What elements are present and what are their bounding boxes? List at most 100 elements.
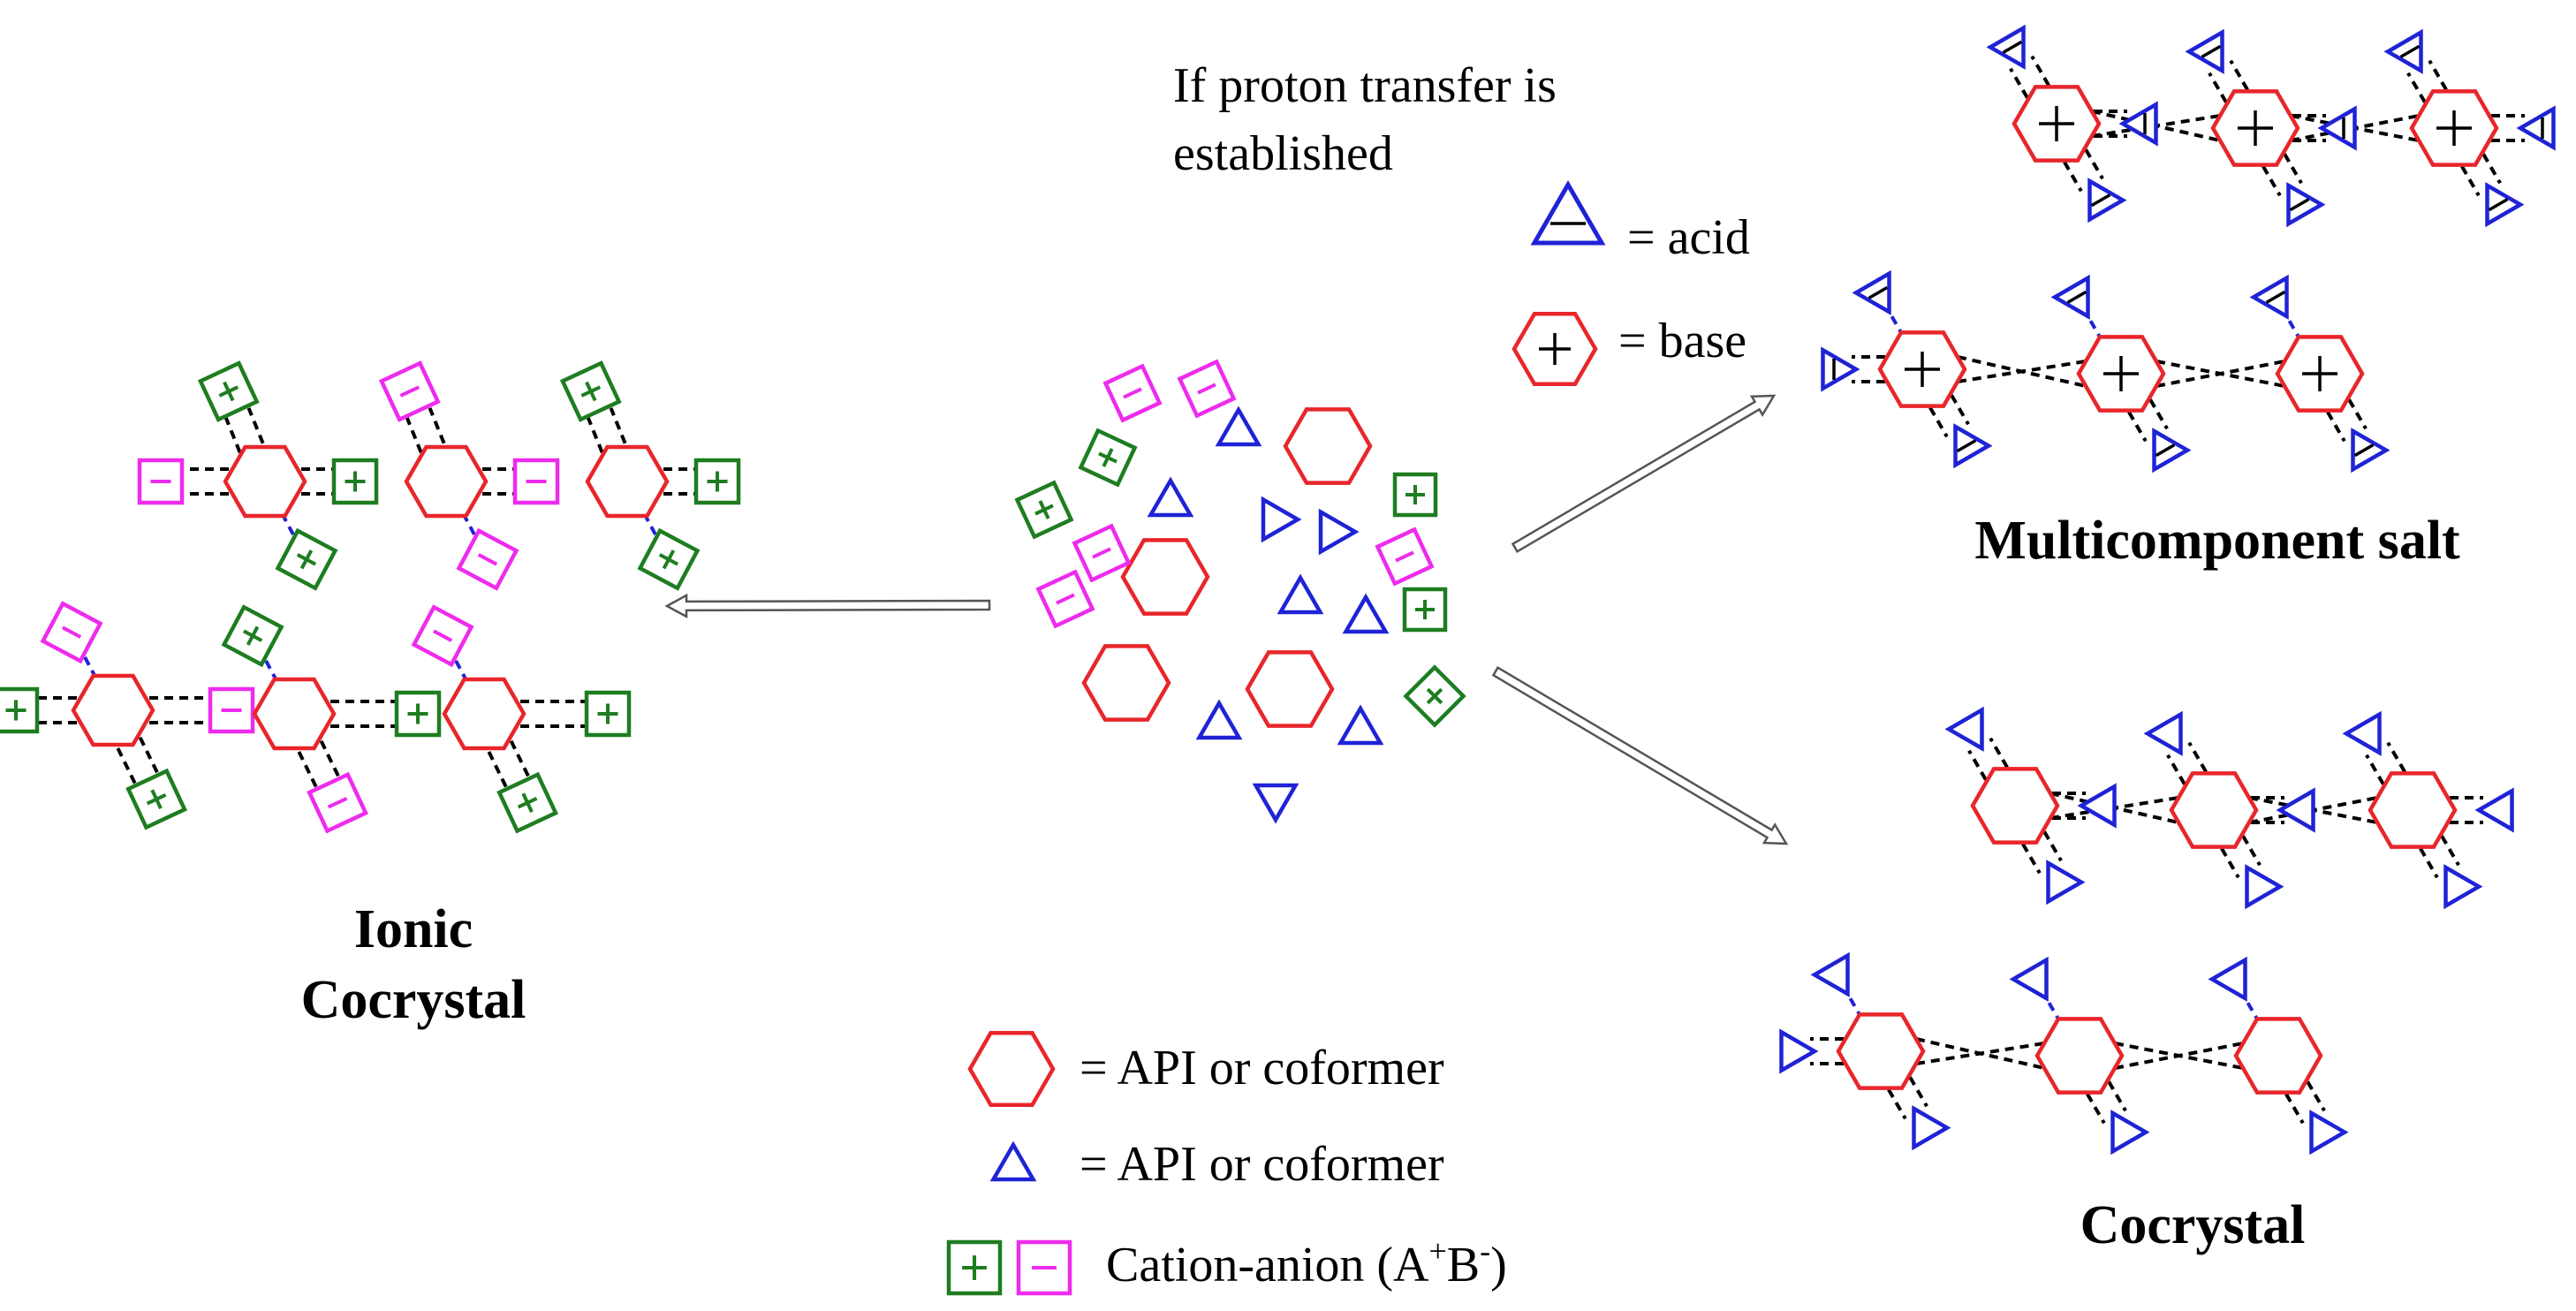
triangle-icon [1147, 476, 1194, 518]
hydrogen-bond [2283, 153, 2303, 185]
hydrogen-bond [609, 407, 627, 444]
triangle-icon [2245, 864, 2284, 910]
hexagon-icon [1836, 1012, 1926, 1090]
hexagon-icon [1120, 538, 1210, 616]
hydrogen-bond [2440, 835, 2460, 867]
hexagon-icon [2210, 89, 2300, 167]
cation-square-icon [125, 768, 187, 830]
hydrogen-bond [138, 736, 160, 775]
cation-square-icon [637, 527, 701, 591]
hexagon-icon [252, 677, 337, 751]
hydrogen-bond [1989, 737, 2009, 769]
anion-square-icon [40, 601, 103, 664]
triangle-icon [2249, 274, 2289, 320]
anion-square-icon [1035, 569, 1095, 629]
legend-base-text: = base [1618, 314, 1746, 368]
arrow-layer [664, 394, 1789, 845]
hydrogen-bond [1887, 1088, 1907, 1120]
triangle-icon [2443, 864, 2483, 910]
triangle-icon [1912, 1105, 1951, 1151]
hexagon-icon [404, 444, 489, 519]
triangle-icon [1215, 405, 1262, 447]
hexagon-icon [1081, 644, 1171, 722]
triangle-icon [1986, 24, 2026, 70]
minus-sign-icon [1956, 439, 1977, 453]
hexagon-icon [585, 444, 670, 519]
hydrogen-bond [487, 751, 508, 789]
triangle-icon [2516, 105, 2556, 151]
hexagon-icon [71, 673, 155, 747]
triangle-icon [1953, 423, 1993, 469]
triangle-icon [1342, 593, 1390, 634]
cation-square-icon [275, 527, 338, 591]
anion-square-icon [208, 686, 255, 734]
triangle-icon [1530, 179, 1606, 246]
legend-acid-text: = acid [1627, 210, 1750, 265]
minus-sign-icon [2155, 443, 2176, 458]
cation-square-icon [1402, 587, 1448, 633]
triangle-icon [2050, 274, 2090, 320]
minus-sign-icon [1868, 285, 1889, 299]
hydrogen-bond [2326, 411, 2346, 443]
hydrogen-bond [224, 416, 242, 453]
anion-square-icon [137, 458, 185, 505]
hollow-arrow-icon [1511, 394, 1777, 554]
hexagon-icon [1283, 407, 1373, 485]
hydrogen-bond [586, 416, 604, 453]
hydrogen-bond [2156, 360, 2285, 388]
hexagon-icon [2275, 335, 2365, 413]
hydrogen-bond [1950, 394, 1970, 426]
hydrogen-bond [116, 747, 137, 785]
plus-sign-icon [2103, 356, 2139, 391]
anion-square-icon [456, 527, 519, 591]
minus-sign-icon [2488, 198, 2509, 212]
minus-sign-icon [2399, 44, 2421, 58]
anion-square-icon [1177, 359, 1237, 419]
triangle-icon [2317, 105, 2357, 151]
hollow-arrow-icon [1491, 665, 1789, 845]
hydrogen-bond [2347, 398, 2368, 430]
hydrogen-bond [2009, 67, 2029, 99]
hexagon-icon [1877, 330, 1967, 408]
plus-sign-icon [2238, 110, 2273, 146]
molecule-layer [0, 24, 2556, 1296]
hydrogen-bond [2428, 59, 2448, 91]
triangle-icon [989, 1140, 1037, 1182]
minus-sign-icon [2201, 44, 2222, 58]
cation-square-icon [1403, 664, 1466, 728]
hydrogen-bond [2386, 741, 2406, 773]
hexagon-icon [1245, 650, 1335, 728]
triangle-icon [2342, 710, 2382, 756]
triangle-icon [2046, 860, 2086, 906]
triangle-icon [2110, 1110, 2150, 1156]
hydrogen-bond [2084, 148, 2104, 180]
cation-square-icon [331, 458, 379, 505]
hydrogen-bond [2114, 1042, 2244, 1070]
hydrogen-bond [2284, 1093, 2305, 1125]
hexagon-icon [2169, 771, 2259, 849]
legend-triangle-text: = API or coformer [1080, 1137, 1444, 1192]
minus-sign-icon [2265, 290, 2286, 304]
hydrogen-bond [297, 751, 318, 789]
hydrogen-bond [2127, 411, 2148, 443]
triangle-icon [2383, 28, 2423, 74]
hexagon-icon [442, 677, 527, 751]
triangle-icon [1821, 346, 1860, 392]
hydrogen-bond [1928, 406, 1949, 438]
hydrogen-bond [2262, 165, 2282, 197]
cation-square-icon [584, 690, 632, 738]
hydrogen-bond [2406, 72, 2427, 103]
ionic-label-line2: Cocrystal [301, 970, 527, 1030]
hexagon-icon [2368, 771, 2458, 849]
anion-square-icon [1102, 363, 1163, 423]
cation-square-icon [394, 690, 442, 738]
hydrogen-bond [319, 739, 341, 778]
hexagon-icon [2233, 1017, 2323, 1095]
cocrystal-label: Cocrystal [2080, 1195, 2306, 1255]
hexagon-icon [2409, 89, 2499, 167]
legend-ions-text: Cation-anion (A+B-) [1106, 1233, 1507, 1292]
ionic-label-line1: Ionic [354, 899, 473, 959]
triangle-icon [1318, 508, 1360, 556]
hydrogen-bond [2107, 1080, 2127, 1112]
